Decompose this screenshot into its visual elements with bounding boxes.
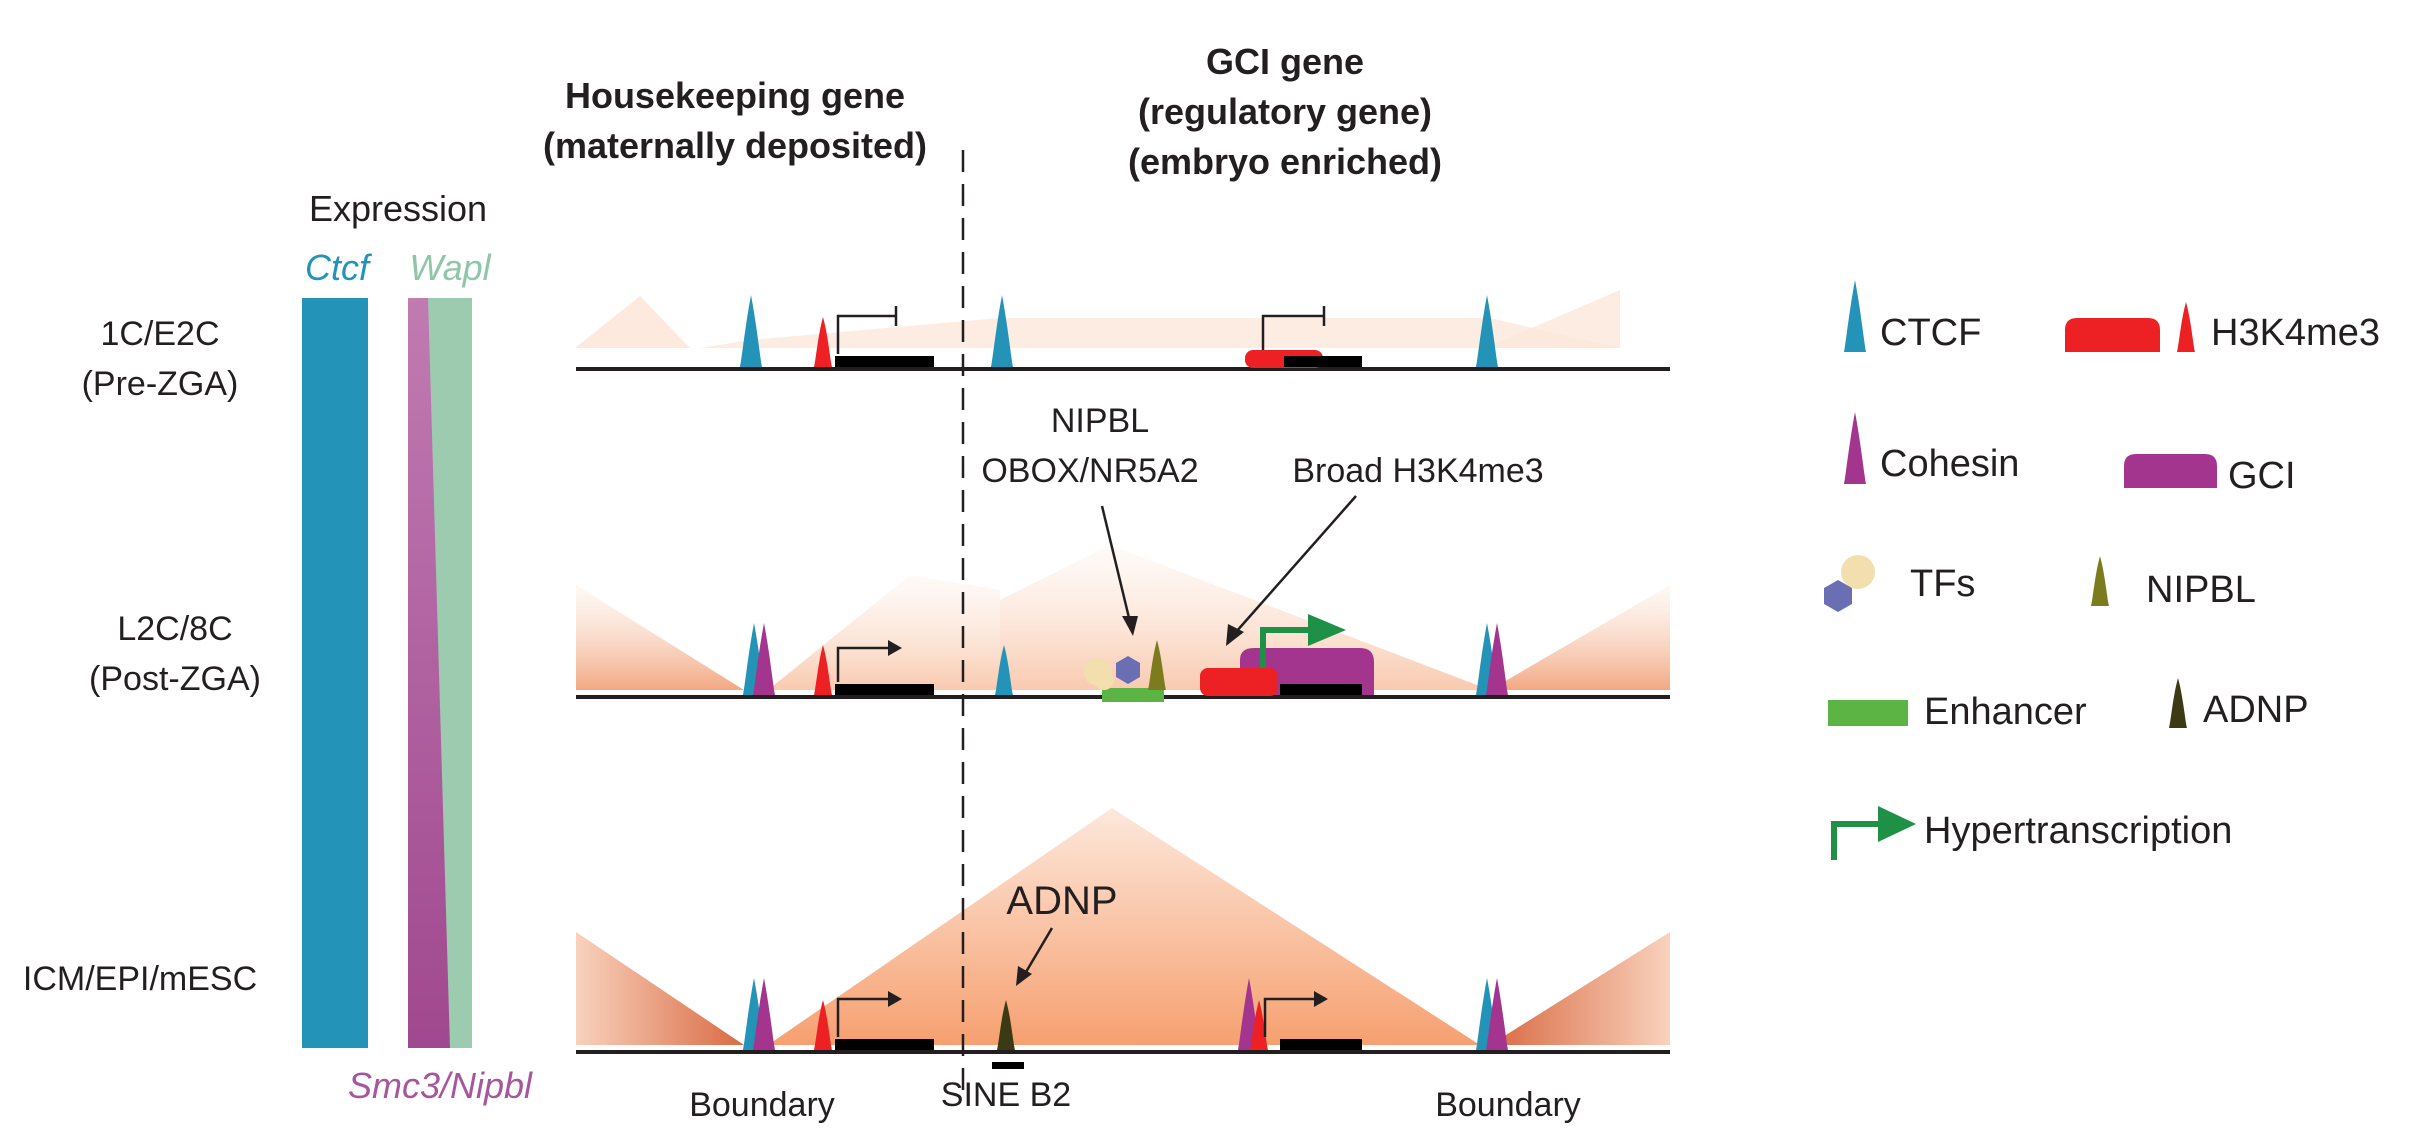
legend-h3k4me3-label: H3K4me3 [2211, 312, 2380, 354]
legend-h3k4me3-domain-icon [2065, 318, 2160, 352]
broad-h3k4me3-domain [1200, 668, 1278, 696]
legend-tf-blue-icon [1824, 580, 1852, 612]
row-post-zga [576, 545, 1670, 702]
legend-ctcf-label: CTCF [1880, 312, 1981, 354]
legend-hypertranscription-arrow [1831, 821, 1880, 860]
legend-enhancer-icon [1828, 700, 1908, 726]
legend: CTCF H3K4me3 Cohesin GCI TFs NIPBL Enhan… [1824, 280, 2380, 860]
housekeeping-gene-body [835, 356, 934, 367]
tf-blue [1116, 656, 1140, 684]
legend-enhancer-label: Enhancer [1924, 691, 2087, 733]
smc3-nipbl-expression-label: Smc3/Nipbl [348, 1065, 533, 1106]
legend-ctcf-icon [1844, 280, 1866, 352]
housekeeping-gene-body [835, 1039, 934, 1050]
gci-gene-body [1284, 356, 1362, 367]
legend-hypertranscription-label: Hypertranscription [1924, 810, 2232, 852]
nipbl-callout-arrowhead [1122, 616, 1138, 636]
boundary-left-label: Boundary [689, 1086, 835, 1124]
gci-title-line2: (regulatory gene) [1138, 91, 1432, 132]
tad-domains-faint [575, 290, 1620, 348]
housekeeping-title-line2: (maternally deposited) [543, 125, 927, 166]
legend-h3k4me3-peak-icon [2177, 302, 2195, 352]
housekeeping-title-line1: Housekeeping gene [565, 75, 905, 116]
expression-heading: Expression [309, 188, 487, 229]
gci-gene-body [1280, 684, 1362, 695]
sine-b2-marker [992, 1062, 1024, 1069]
gci-title-line3: (embryo enriched) [1128, 141, 1442, 182]
broad-h3k4me3-arrowhead [1226, 624, 1244, 646]
hypertranscription-arrow [1260, 627, 1310, 668]
housekeeping-gene-body [835, 684, 934, 695]
smc3-nipbl-expression-wedge [408, 298, 450, 1048]
nipbl-callout-line2: OBOX/NR5A2 [981, 452, 1198, 490]
stage-label-1-line1: 1C/E2C [100, 315, 219, 353]
stage-label-2-line2: (Post-ZGA) [89, 660, 261, 698]
legend-gci-label: GCI [2228, 455, 2296, 497]
legend-hypertranscription-arrowhead [1878, 806, 1916, 842]
hypertranscription-arrowhead [1308, 614, 1346, 646]
legend-tf-yellow-icon [1841, 555, 1875, 589]
promoter-arrow [1263, 997, 1314, 1037]
tad-domains [576, 808, 1670, 1045]
broad-h3k4me3-pointer [1235, 495, 1357, 633]
tf-yellow [1094, 670, 1114, 690]
stage-label-2-line1: L2C/8C [117, 610, 232, 648]
legend-gci-icon [2124, 454, 2217, 488]
promoter-arrow [836, 646, 888, 682]
gci-title-line1: GCI gene [1206, 41, 1364, 82]
legend-cohesin-icon [1844, 412, 1866, 484]
promoter-arrowhead [888, 640, 902, 656]
legend-nipbl-icon [2091, 556, 2109, 606]
promoter-arrow-repressed [836, 306, 898, 354]
broad-h3k4me3-callout: Broad H3K4me3 [1292, 452, 1543, 490]
ctcf-expression-label: Ctcf [305, 247, 373, 288]
gci-gene-body [1280, 1039, 1362, 1050]
nipbl-callout-line1: NIPBL [1051, 402, 1149, 440]
legend-adnp-label: ADNP [2203, 689, 2309, 731]
promoter-arrow-repressed [1261, 306, 1326, 350]
legend-adnp-icon [2169, 678, 2187, 728]
promoter-arrow [836, 997, 888, 1037]
nipbl-callout-pointer [1100, 505, 1132, 623]
adnp-callout: ADNP [1006, 879, 1117, 923]
adnp-callout-arrowhead [1016, 966, 1032, 986]
sine-b2-label: SINE B2 [941, 1076, 1071, 1114]
row-pre-zga [575, 290, 1670, 371]
stage-label-3: ICM/EPI/mESC [23, 960, 257, 998]
legend-tfs-label: TFs [1910, 563, 1975, 605]
stage-label-1-line2: (Pre-ZGA) [82, 365, 239, 403]
enhancer [1102, 688, 1164, 702]
ctcf-peak [740, 295, 762, 367]
promoter-arrowhead [888, 991, 902, 1007]
adnp-callout-pointer [1024, 927, 1054, 973]
wapl-expression-label: Wapl [409, 247, 491, 288]
legend-cohesin-label: Cohesin [1880, 443, 2019, 485]
boundary-right-label: Boundary [1435, 1086, 1581, 1124]
promoter-arrowhead [1314, 991, 1328, 1007]
row-icm-epi-mesc [576, 808, 1670, 1054]
ctcf-expression-bar [302, 298, 368, 1048]
legend-nipbl-label: NIPBL [2146, 569, 2256, 611]
